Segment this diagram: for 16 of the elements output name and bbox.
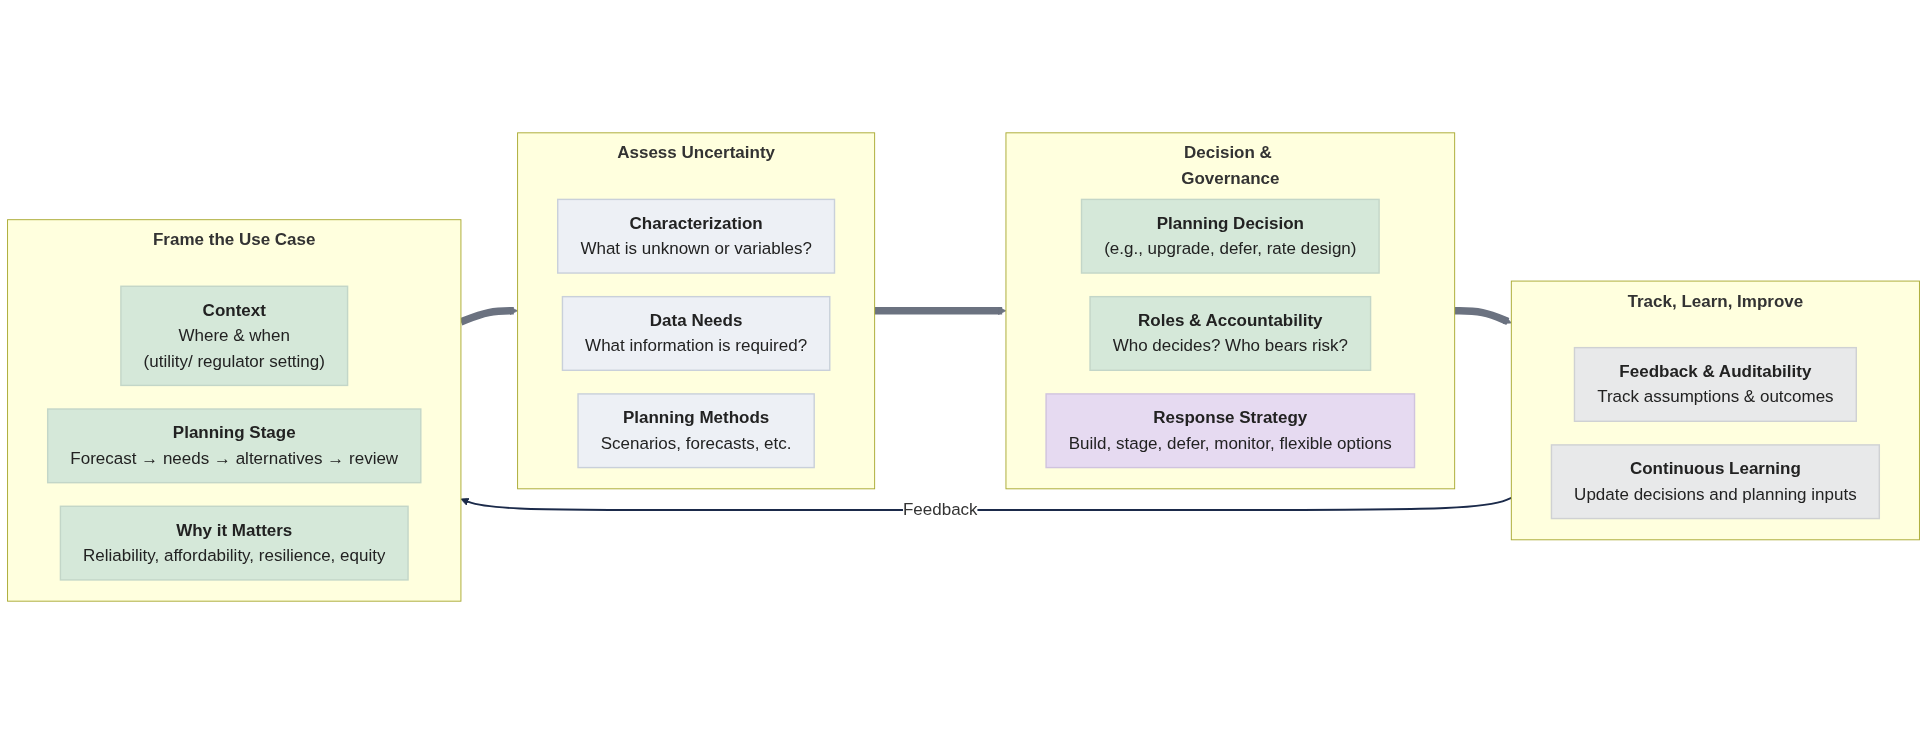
- node-box: Planning Decision (e.g., upgrade, defer, rate design): [1080, 198, 1380, 274]
- node-box: Feedback & Auditability Track assumptions & outcomes: [1573, 346, 1857, 422]
- node-box: Why it Matters Reliability, affordability, resilience, equity: [59, 505, 409, 581]
- arrow: [459, 306, 518, 326]
- node-box: Context Where & when (utility/ regulator setting): [120, 285, 349, 387]
- node-box: Response Strategy Build, stage, defer, monitor, flexible options: [1045, 393, 1416, 469]
- node-box: Planning Methods Scenarios, forecasts, etc.: [577, 393, 815, 469]
- node-box: Data Needs What information is required?: [561, 295, 831, 371]
- arrow: [1454, 307, 1512, 325]
- node-box: Roles & Accountability Who decides? Who bears risk?: [1089, 295, 1372, 371]
- node-box: Characterization What is unknown or variables?: [557, 198, 836, 274]
- edge-label: Feedback: [902, 500, 978, 520]
- node-box: Planning Stage Forecast → needs → alternatives → review: [47, 408, 422, 484]
- node-box: Continuous Learning Update decisions and planning inputs: [1550, 444, 1881, 520]
- arrow: [874, 306, 1007, 315]
- arrow: [460, 496, 1513, 511]
